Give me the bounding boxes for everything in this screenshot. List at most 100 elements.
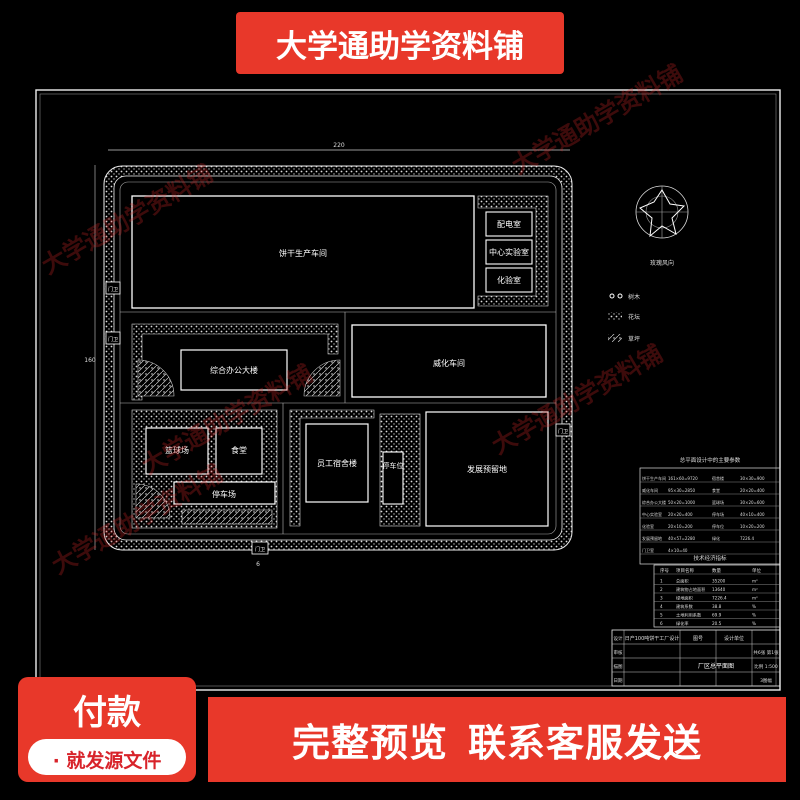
tech-cell: 建筑物占地面积 bbox=[676, 586, 705, 593]
tech-cell: 1 bbox=[660, 579, 663, 584]
schedule-title: 总平面设计中的主要参数 bbox=[680, 456, 741, 464]
gate-west-lower bbox=[105, 331, 121, 345]
assay-room bbox=[485, 267, 533, 293]
tech-cell: 5 bbox=[660, 613, 663, 618]
pay-subtitle: · 就发源文件 bbox=[52, 750, 162, 772]
svg-text:共6张 第1张: 共6张 第1张 bbox=[753, 649, 779, 656]
legend-tree: 树木 bbox=[628, 293, 640, 301]
tech-header-cell: 序号 bbox=[660, 567, 669, 574]
tech-cell: 绿化率 bbox=[676, 620, 689, 627]
outer-frame bbox=[35, 89, 781, 691]
schedule-table bbox=[639, 467, 781, 565]
reserve-land bbox=[425, 411, 549, 527]
schedule-cell: 篮球场 bbox=[712, 499, 724, 505]
tech-cell: 69.9 bbox=[712, 613, 722, 618]
tech-header-cell: 项目名称 bbox=[676, 567, 694, 574]
schedule-cell: 50×20=1000 bbox=[668, 500, 696, 505]
power-room bbox=[485, 211, 533, 237]
parking-lot bbox=[173, 481, 276, 505]
tech-header-cell: 单位 bbox=[752, 567, 761, 574]
schedule-cell: 10×20=200 bbox=[740, 524, 765, 529]
schedule-cell: 停车位 bbox=[712, 523, 724, 529]
svg-text:门卫: 门卫 bbox=[108, 336, 118, 343]
wind-rose bbox=[635, 185, 689, 239]
basketball-label: 篮球场 bbox=[165, 445, 189, 455]
svg-text:门卫: 门卫 bbox=[558, 428, 568, 435]
pay-badge[interactable]: 付款 · 就发源文件 bbox=[18, 677, 196, 782]
tech-cell: 建筑系数 bbox=[676, 603, 694, 610]
tech-cell: 绿地面积 bbox=[676, 595, 693, 602]
bottom-banner[interactable]: 完整预览 联系客服发送 bbox=[208, 697, 786, 782]
tech-cell: 13640 bbox=[712, 587, 726, 592]
tech-header-cell: 数量 bbox=[712, 567, 721, 574]
schedule-cell: 停车场 bbox=[712, 511, 724, 517]
svg-text:图号: 图号 bbox=[693, 636, 703, 642]
power-label: 配电室 bbox=[497, 219, 521, 229]
wafer-label: 威化车间 bbox=[433, 358, 465, 368]
tech-cell: 35200 bbox=[712, 579, 726, 584]
legend-tree-icon bbox=[609, 293, 623, 299]
schedule-cell: 饼干生产车间 bbox=[642, 475, 666, 481]
pay-title: 付款 bbox=[73, 693, 141, 733]
lab-label: 中心实验室 bbox=[489, 247, 529, 257]
dim-6: 6 bbox=[256, 561, 260, 568]
tech-cell: m² bbox=[752, 587, 758, 592]
svg-text:比例 1:500: 比例 1:500 bbox=[754, 663, 778, 670]
tech-cell: % bbox=[752, 613, 756, 618]
wafer-workshop bbox=[351, 324, 547, 398]
production-hall bbox=[131, 195, 475, 309]
tech-cell: 6 bbox=[660, 621, 663, 626]
office-label: 综合办公大楼 bbox=[210, 365, 258, 375]
tech-cell: % bbox=[752, 621, 756, 626]
project-name: 日产100吨饼干工厂设计 bbox=[625, 635, 680, 642]
tech-cell: m² bbox=[752, 596, 758, 601]
tech-cell: 38.8 bbox=[712, 604, 722, 609]
tech-cell: 土地利用系数 bbox=[676, 612, 702, 619]
legend-grass-icon bbox=[608, 334, 622, 342]
tech-cell: 2 bbox=[660, 587, 663, 592]
dormitory bbox=[305, 423, 369, 503]
parking-spots bbox=[382, 451, 404, 505]
schedule-cell: 发展预留地 bbox=[642, 535, 662, 541]
tech-title: 技术经济指标 bbox=[693, 554, 727, 562]
legend-flower-icon bbox=[608, 312, 622, 320]
drawing-name: 厂区总平面图 bbox=[698, 662, 734, 670]
compass-label: 玫瑰风向 bbox=[650, 259, 674, 267]
schedule-cell: 威化车间 bbox=[642, 487, 658, 493]
schedule-cell: 20×10=200 bbox=[668, 524, 693, 529]
schedule-cell: 门卫室 bbox=[642, 547, 654, 553]
tech-cell: 20.5 bbox=[712, 621, 722, 626]
schedule-cell: 40×57=2280 bbox=[668, 536, 696, 541]
schedule-cell: 30×20=600 bbox=[740, 500, 765, 505]
dim-top: 220 bbox=[333, 142, 345, 149]
tech-cell: % bbox=[752, 604, 756, 609]
preview-text: 完整预览 bbox=[291, 721, 448, 765]
svg-text:3图幅: 3图幅 bbox=[760, 677, 772, 684]
schedule-cell: 绿化 bbox=[712, 535, 720, 541]
pay-subtitle-box: · 就发源文件 bbox=[28, 739, 186, 775]
schedule-cell: 20×20=400 bbox=[668, 512, 693, 517]
legend-grass: 草坪 bbox=[628, 335, 640, 343]
svg-text:门卫: 门卫 bbox=[108, 286, 118, 293]
schedule-cell: 30×30=900 bbox=[740, 476, 765, 481]
contact-text: 联系客服发送 bbox=[468, 721, 703, 765]
reserve-label: 发展预留地 bbox=[467, 464, 507, 474]
schedule-cell: 7226.4 bbox=[740, 536, 754, 541]
schedule-cell: 20×20=400 bbox=[740, 488, 765, 493]
dorm-label: 员工宿舍楼 bbox=[317, 458, 357, 468]
schedule-cell: 161×60=9720 bbox=[668, 476, 698, 481]
parking-lot-label: 停车场 bbox=[212, 489, 236, 499]
schedule-cell: 40×10=400 bbox=[740, 512, 765, 517]
legend-flower: 花坛 bbox=[628, 313, 640, 321]
gate-west-upper bbox=[105, 281, 121, 295]
tech-cell: 总面积 bbox=[676, 578, 689, 585]
svg-text:门卫: 门卫 bbox=[255, 546, 265, 553]
tech-cell: 3 bbox=[660, 596, 663, 601]
canteen bbox=[215, 427, 263, 475]
schedule-cell: 4×10=40 bbox=[668, 548, 688, 553]
svg-text:描图: 描图 bbox=[614, 663, 623, 670]
schedule-cell: 宿舍楼 bbox=[712, 475, 724, 481]
office-building bbox=[180, 349, 288, 391]
svg-text:设计: 设计 bbox=[614, 635, 623, 642]
